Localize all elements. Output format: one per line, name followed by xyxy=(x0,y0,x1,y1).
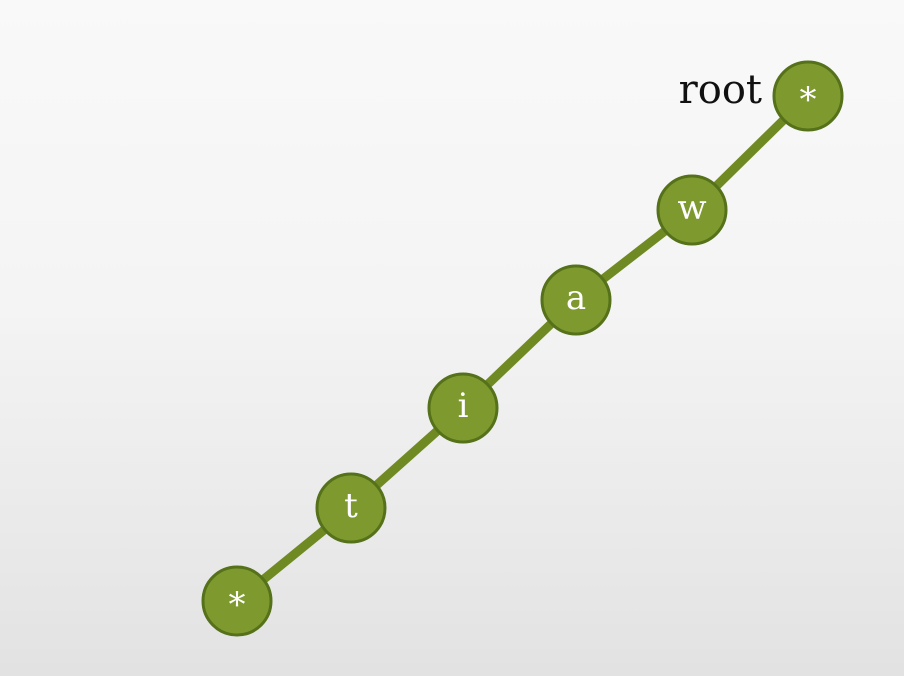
trie-node-label: * xyxy=(800,80,817,120)
root-label: root xyxy=(679,67,762,113)
trie-node-circle xyxy=(656,174,728,246)
trie-node-label: w xyxy=(677,188,706,228)
trie-node-0: * xyxy=(772,60,844,132)
trie-node-1: w xyxy=(656,174,728,246)
trie-node-circle xyxy=(772,60,844,132)
trie-node-4: t xyxy=(315,472,387,544)
trie-node-3: i xyxy=(427,372,499,444)
trie-node-label: a xyxy=(566,278,586,318)
trie-node-2: a xyxy=(540,264,612,336)
trie-node-5: * xyxy=(201,565,273,637)
trie-node-circle xyxy=(427,372,499,444)
trie-node-circle xyxy=(540,264,612,336)
nodes: * w a i t * xyxy=(201,60,844,637)
trie-node-label: i xyxy=(458,386,469,426)
trie-node-circle xyxy=(315,472,387,544)
trie-node-label: t xyxy=(344,486,358,526)
trie-node-circle xyxy=(201,565,273,637)
trie-node-label: * xyxy=(229,585,246,625)
